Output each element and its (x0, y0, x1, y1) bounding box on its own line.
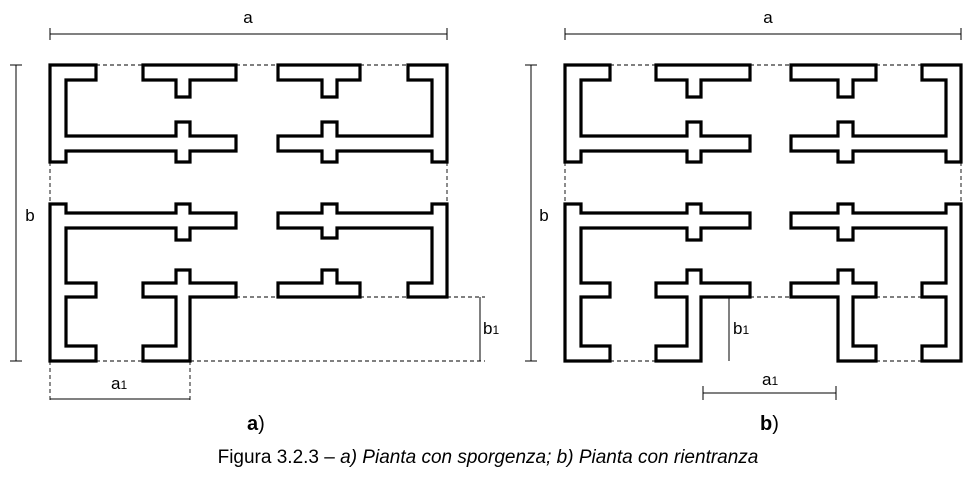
panel-b-label-a: a (763, 8, 773, 27)
caption-prefix: Figura 3.2.3 – (217, 447, 341, 468)
panel-a-dashed-outline (49, 64, 485, 400)
panel-b-label-b: b (539, 206, 548, 225)
panel-b-dimension-b1: b1 (728, 297, 749, 361)
panel-b-wing-c-top-right (789, 63, 963, 164)
panel-a-wing-bottom-left (48, 202, 238, 363)
panel-a-label-b1: b1 (483, 319, 499, 338)
panel-a-label-a: a (243, 8, 253, 27)
panel-b-label-b1: b1 (733, 319, 749, 338)
panel-b-dimension-b: b (525, 64, 549, 362)
panel-b-label-a1: a1 (762, 370, 778, 389)
panel-b-cross-bottom-right (789, 268, 878, 363)
panel-a-plan: a b b1 a1 a) (10, 8, 499, 435)
panel-a-wing-c-top-left (48, 63, 238, 164)
panel-b-wing-bottom-right (789, 202, 963, 363)
panel-b-dashed-outline (564, 64, 962, 362)
panel-b-t-top-left (654, 63, 752, 99)
panel-b-plan: a b b1 a1 b) (525, 8, 963, 435)
panel-a-t-bottom-right (276, 268, 362, 299)
panel-b-wing-bottom-left (563, 202, 752, 363)
panel-a-t-top-right (276, 63, 362, 99)
panel-b-wing-c-top-left (563, 63, 752, 164)
figure-caption: Figura 3.2.3 – a) Pianta con sporgenza; … (0, 447, 976, 469)
panel-a-caption-letter: a) (247, 413, 265, 435)
panel-b-caption-letter: b) (760, 413, 779, 435)
caption-text: a) Pianta con sporgenza; b) Pianta con r… (340, 447, 759, 468)
panel-a-label-b: b (25, 206, 34, 225)
panel-a-label-a1: a1 (111, 374, 127, 393)
panel-a-wing-c-top-right (276, 63, 449, 164)
panel-a-dimension-b: b (10, 64, 35, 362)
panel-b-dimension-a1: a1 (702, 370, 837, 400)
panel-a-dimension-b1: b1 (479, 297, 499, 361)
panel-a-cross-bottom (141, 268, 238, 363)
panel-a-dimension-a1: a1 (50, 374, 190, 400)
panel-b-cross-bottom-left (654, 268, 752, 363)
panel-a-wing-bottom-right (276, 202, 449, 299)
panel-b-dimension-a: a (564, 8, 962, 40)
panel-a-dimension-a: a (49, 8, 448, 40)
panel-b-t-top-right (789, 63, 878, 99)
panel-a-t-top-left (141, 63, 238, 99)
